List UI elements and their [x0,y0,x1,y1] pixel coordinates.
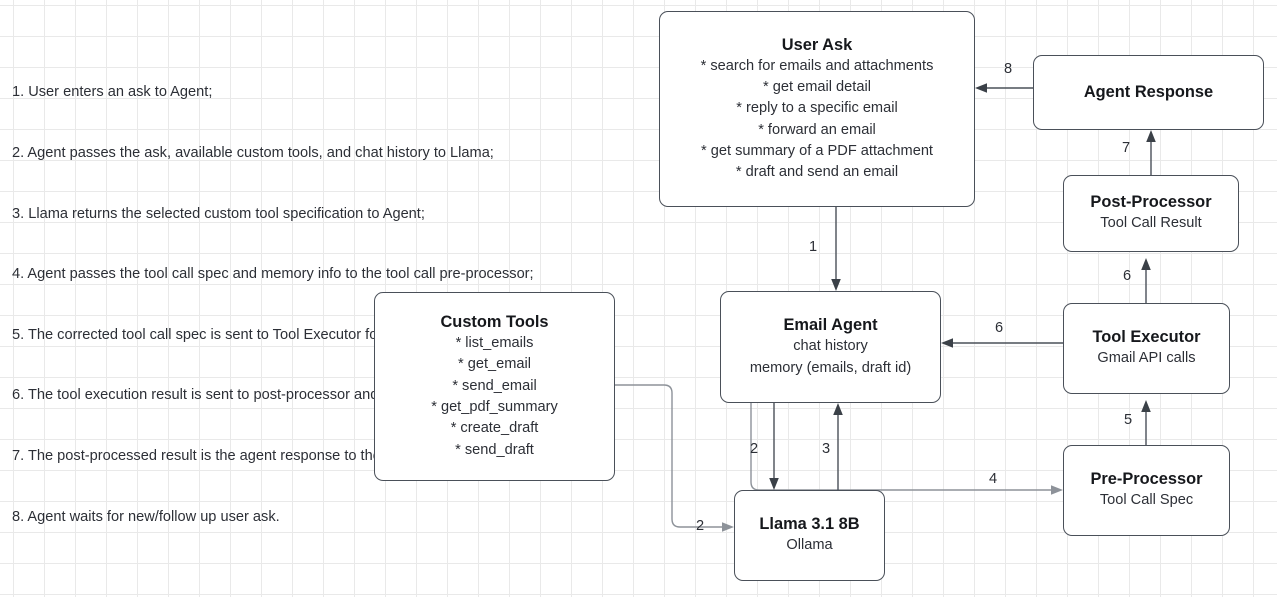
edge-label-4: 4 [989,471,998,487]
edge-6b [941,338,1063,348]
node-post-processor[interactable]: Post-Processor Tool Call Result [1063,175,1239,252]
edge-label-6a: 6 [1123,268,1132,284]
node-custom-tools-item-4: * get_pdf_summary [431,399,558,415]
node-agent-response-title: Agent Response [1083,83,1214,101]
node-user-ask-item-5: * get summary of a PDF attachment [701,142,933,159]
node-llama[interactable]: Llama 3.1 8B Ollama [734,490,885,581]
node-post-processor-subtitle: Tool Call Result [1100,215,1202,232]
node-custom-tools-item-2: * get_email [457,356,531,373]
edge-4 [750,403,1063,495]
node-custom-tools-item-1: * list_emails [455,335,534,352]
node-email-agent[interactable]: Email Agent chat history memory (emails,… [720,291,941,403]
edge-label-3: 3 [822,441,831,457]
node-agent-response[interactable]: Agent Response [1033,55,1264,130]
edge-2b [615,384,734,532]
edge-label-2a: 2 [750,441,759,457]
edge-5 [1141,400,1151,445]
node-user-ask-item-4: * forward an email [758,121,876,138]
node-user-ask-item-1: * search for emails and attachments [700,57,934,74]
edge-2a [769,403,779,490]
node-user-ask-item-3: * reply to a specific email [736,100,898,117]
edge-label-6b: 6 [995,320,1004,336]
node-custom-tools-item-6: * send_draft [455,441,534,458]
process-step-4: 4. Agent passes the tool call spec and m… [12,266,534,283]
node-custom-tools-title: Custom Tools [440,313,549,332]
node-post-processor-title: Post-Processor [1090,193,1212,212]
node-custom-tools[interactable]: Custom Tools * list_emails * get_email *… [374,292,615,481]
node-pre-processor[interactable]: Pre-Processor Tool Call Spec [1063,445,1230,536]
node-llama-subtitle: Ollama [786,537,833,554]
node-pre-processor-subtitle: Tool Call Spec [1099,492,1194,509]
node-custom-tools-item-3: * send_email [452,377,537,394]
node-pre-processor-title: Pre-Processor [1090,470,1203,489]
edge-label-5: 5 [1124,412,1133,428]
node-custom-tools-item-5: * create_draft [450,420,539,437]
edge-label-8: 8 [1004,61,1013,77]
node-tool-executor-subtitle: Gmail API calls [1097,350,1196,367]
process-step-1: 1. User enters an ask to Agent; [12,84,213,101]
node-tool-executor[interactable]: Tool Executor Gmail API calls [1063,303,1230,394]
edge-1 [831,207,841,291]
node-user-ask-item-6: * draft and send an email [735,164,899,181]
node-tool-executor-title: Tool Executor [1092,328,1201,347]
node-user-ask-title: User Ask [781,35,853,54]
node-user-ask-item-2: * get email detail [763,78,871,95]
node-user-ask[interactable]: User Ask * search for emails and attachm… [659,11,975,207]
node-email-agent-memory: memory (emails, draft id) [749,359,912,376]
edge-label-1: 1 [809,239,818,255]
node-email-agent-chat-history: chat history [793,338,868,355]
process-step-8: 8. Agent waits for new/follow up user as… [12,508,280,525]
process-step-2: 2. Agent passes the ask, available custo… [12,145,494,162]
node-llama-title: Llama 3.1 8B [759,515,860,534]
node-email-agent-title: Email Agent [783,316,878,335]
edge-label-2b: 2 [696,518,705,534]
edge-3 [833,403,843,490]
process-step-3: 3. Llama returns the selected custom too… [12,205,425,222]
edge-8 [975,83,1033,93]
edge-6a [1141,258,1151,303]
edge-label-7: 7 [1122,140,1131,156]
edge-7 [1146,130,1156,175]
